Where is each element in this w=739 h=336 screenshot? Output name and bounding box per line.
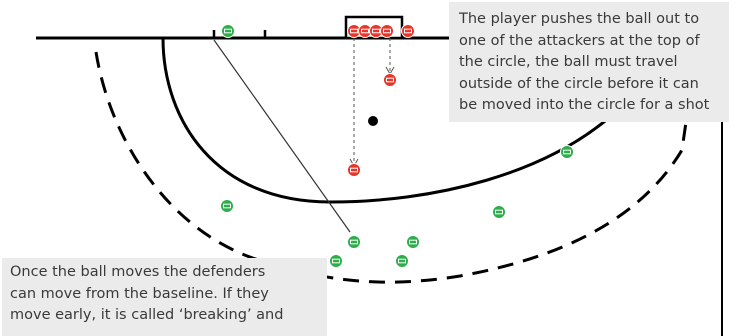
note-line: move early, it is called ‘breaking’ and [10,307,284,323]
push-out-pass-line [213,39,351,233]
note-line: The player pushes the ball out to [459,11,700,27]
note-line: outside of the circle before it can [459,75,699,92]
green-player-token [395,254,409,268]
note-line: Once the ball moves the defenders [10,264,266,280]
note-line: can move from the baseline. If they [10,285,269,302]
red-player-token [347,24,361,38]
green-player-token [347,235,361,249]
green-player-token [220,199,234,213]
penalty-spot [368,116,378,126]
explanation-note-top: The player pushes the ball out to one of… [449,2,729,122]
green-player-token [221,24,235,38]
green-player-token [560,145,574,159]
green-player-token [406,235,420,249]
note-line: be moved into the circle for a shot [459,97,710,113]
red-player-token [401,24,415,38]
movement-lines [213,38,395,233]
red-player-token [380,24,394,38]
red-player-token [383,73,397,87]
explanation-note-bottom: Once the ball moves the defenders can mo… [2,258,327,336]
note-line: the circle, the ball must travel [459,54,678,70]
red-player-token [347,163,361,177]
shooting-circle [161,37,633,204]
dashed-five-metre-line [94,51,688,284]
note-line: one of the attackers at the top of [459,32,700,49]
green-player-token [492,205,506,219]
green-player-token [329,254,343,268]
